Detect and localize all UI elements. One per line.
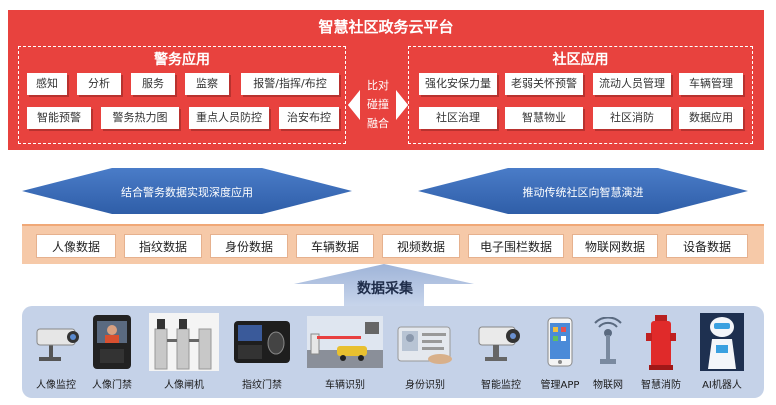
device-fingerprint-access[interactable]: 指纹门禁 (230, 312, 294, 391)
data-type-chip[interactable]: 物联网数据 (572, 234, 658, 258)
data-type-chip[interactable]: 指纹数据 (124, 234, 202, 258)
device-label: 人像监控 (36, 380, 76, 391)
community-app-chip[interactable]: 老弱关怀预警 (505, 73, 583, 95)
data-type-chip[interactable]: 车辆数据 (296, 234, 374, 258)
device-label: AI机器人 (702, 380, 742, 391)
fusion-word: 比对 (367, 79, 389, 92)
data-collection-label: 数据采集 (357, 281, 413, 297)
bidirectional-arrow-icon (348, 74, 408, 136)
device-label: 车辆识别 (325, 380, 365, 391)
police-app-chip[interactable]: 报警/指挥/布控 (241, 73, 339, 95)
device-smart-camera[interactable]: 智能监控 (472, 312, 530, 391)
community-app-chip[interactable]: 车辆管理 (679, 73, 743, 95)
fusion-text: 比对 碰撞 融合 (356, 76, 400, 133)
device-ai-robot[interactable]: AI机器人 (690, 312, 754, 391)
platform-panel: 智慧社区政务云平台 警务应用 感知 分析 服务 监察 报警/指挥/布控 智能预警… (8, 10, 764, 150)
fire-hydrant-icon (646, 315, 676, 370)
id-card-reader-icon (397, 326, 452, 364)
left-banner-arrow (22, 168, 352, 214)
smart-camera-icon (478, 326, 520, 361)
data-type-chip[interactable]: 设备数据 (666, 234, 748, 258)
data-type-chip[interactable]: 视频数据 (382, 234, 460, 258)
device-label: 人像闸机 (164, 380, 204, 391)
community-app-chip[interactable]: 社区治理 (419, 107, 497, 129)
device-id-recognition[interactable]: 身份识别 (394, 312, 456, 391)
robot-icon (700, 313, 744, 371)
right-banner-arrow (418, 168, 748, 214)
platform-title: 智慧社区政务云平台 (318, 18, 454, 36)
device-face-gate[interactable]: 人像闸机 (148, 312, 220, 391)
device-face-camera[interactable]: 人像监控 (28, 312, 84, 391)
data-types-bar: 人像数据 指纹数据 身份数据 车辆数据 视频数据 电子围栏数据 物联网数据 设备… (22, 224, 764, 264)
device-label: 智慧消防 (641, 380, 681, 391)
fusion-word: 融合 (367, 117, 389, 130)
fingerprint-terminal-icon (234, 321, 290, 363)
community-app-chip[interactable]: 强化安保力量 (419, 73, 497, 95)
upload-arrow-icon (294, 264, 474, 308)
community-app-chip[interactable]: 数据应用 (679, 107, 743, 129)
face-access-terminal-icon (93, 315, 131, 369)
data-type-chip[interactable]: 身份数据 (210, 234, 288, 258)
device-vehicle-recognition[interactable]: 车辆识别 (306, 312, 384, 391)
police-app-chip[interactable]: 监察 (185, 73, 229, 95)
police-app-chip[interactable]: 治安布控 (279, 107, 339, 129)
data-type-chip[interactable]: 电子围栏数据 (468, 234, 564, 258)
police-app-chip[interactable]: 服务 (131, 73, 175, 95)
device-face-access[interactable]: 人像门禁 (84, 312, 140, 391)
device-iot[interactable]: 物联网 (584, 312, 632, 391)
fusion-word: 碰撞 (367, 98, 389, 111)
police-apps-group: 警务应用 感知 分析 服务 监察 报警/指挥/布控 智能预警 警务热力图 重点人… (18, 46, 346, 144)
device-label: 智能监控 (481, 380, 521, 391)
community-app-chip[interactable]: 社区消防 (593, 107, 671, 129)
police-app-chip[interactable]: 感知 (27, 73, 67, 95)
turnstile-gate-icon (149, 313, 219, 371)
device-label: 身份识别 (405, 380, 445, 391)
device-smart-fire[interactable]: 智慧消防 (634, 312, 688, 391)
police-app-chip[interactable]: 智能预警 (27, 107, 91, 129)
device-management-app[interactable]: 管理APP (532, 312, 588, 391)
police-apps-title: 警务应用 (154, 52, 210, 68)
community-apps-title: 社区应用 (552, 52, 609, 68)
community-app-chip[interactable]: 智慧物业 (505, 107, 583, 129)
police-app-chip[interactable]: 警务热力图 (101, 107, 179, 129)
police-app-chip[interactable]: 分析 (77, 73, 121, 95)
community-apps-group: 社区应用 强化安保力量 老弱关怀预警 流动人员管理 车辆管理 社区治理 智慧物业… (408, 46, 753, 144)
devices-panel: 人像监控 人像门禁 (22, 306, 764, 398)
left-banner-text: 结合警务数据实现深度应用 (121, 186, 253, 199)
device-label: 人像门禁 (92, 380, 132, 391)
device-label: 管理APP (540, 380, 580, 391)
device-label: 指纹门禁 (242, 380, 282, 391)
community-app-chip[interactable]: 流动人员管理 (593, 73, 671, 95)
iot-antenna-icon (594, 317, 622, 364)
device-label: 物联网 (593, 380, 623, 391)
right-banner-text: 推动传统社区向智慧演进 (522, 186, 644, 199)
camera-icon (36, 328, 79, 361)
police-app-chip[interactable]: 重点人员防控 (189, 107, 269, 129)
data-type-chip[interactable]: 人像数据 (36, 234, 116, 258)
smartphone-icon (547, 317, 573, 367)
vehicle-barrier-icon (307, 316, 383, 368)
